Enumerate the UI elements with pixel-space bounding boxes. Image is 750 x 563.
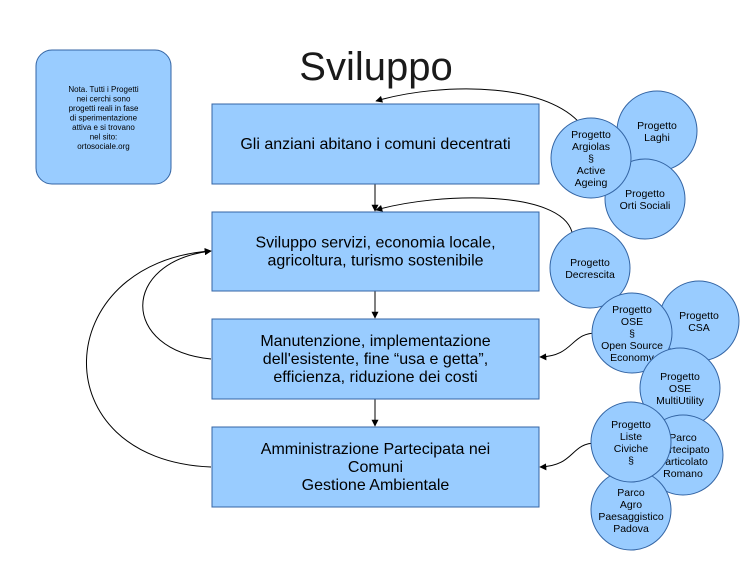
project-circle-shape — [550, 117, 632, 199]
text-line: Parco — [617, 487, 645, 499]
text-line: Progetto — [679, 310, 719, 322]
text-line: Civiche — [614, 443, 649, 455]
text-line: Ageing — [575, 177, 608, 189]
text-line: Progetto — [571, 129, 611, 141]
text-line: CSA — [688, 322, 710, 334]
text-line: Padova — [613, 523, 649, 535]
step-box-4 — [211, 426, 540, 508]
text-line: OSE — [621, 316, 643, 328]
arrow-decrescita-to-step2 — [375, 197, 573, 233]
text-line: § — [629, 328, 635, 340]
text-line: Paesaggistico — [598, 511, 664, 523]
step-boxes — [211, 103, 540, 508]
loop-step3-to-step2 — [142, 248, 212, 360]
diagram-title: Sviluppo — [299, 45, 452, 89]
step-box-3 — [211, 318, 540, 400]
step-label-1: Gli anziani abitano i comuni decentrati — [240, 136, 510, 153]
text-line: Progetto — [570, 257, 610, 269]
text-line: Economy — [610, 352, 655, 364]
text-line: MultiUtility — [656, 395, 705, 407]
text-line: § — [628, 455, 634, 467]
text-line: Comuni — [348, 459, 403, 476]
text-line: Progetto — [612, 304, 652, 316]
text-line: Sviluppo servizi, economia locale, — [255, 235, 495, 252]
text-line: Gestione Ambientale — [302, 477, 450, 494]
text-line: Progetto — [625, 188, 665, 200]
text-line: § — [588, 153, 594, 165]
text-line: Argiolas — [572, 141, 610, 153]
step-labels: Gli anziani abitano i comuni decentratiS… — [240, 136, 510, 494]
text-line: Liste — [620, 431, 642, 443]
text-line: Progetto — [660, 371, 700, 383]
text-line: efficienza, riduzione dei costi — [273, 369, 477, 386]
text-line: Open Source — [601, 340, 663, 352]
text-line: Agro — [620, 499, 642, 511]
connectors — [86, 88, 599, 471]
project-circle-shape — [590, 401, 672, 483]
loop-step4-to-step2 — [86, 247, 212, 468]
text-line: nei cerchi sono — [77, 95, 131, 104]
text-line: dell'esistente, fine “usa e getta”, — [263, 351, 488, 368]
arrow-projects-to-step1 — [375, 88, 589, 136]
text-line: Particolato — [658, 456, 708, 468]
text-line: Laghi — [644, 132, 670, 144]
text-line: Gli anziani abitano i comuni decentrati — [240, 136, 510, 153]
text-line: agricoltura, turismo sostenibile — [267, 253, 483, 270]
text-line: Amministrazione Partecipata nei — [261, 441, 490, 458]
text-line: di sperimentazione — [70, 114, 138, 123]
text-line: Progetto — [611, 419, 651, 431]
text-line: Parco — [669, 432, 697, 444]
step-box-2 — [211, 211, 540, 292]
arrow-ose-to-step3 — [539, 332, 599, 361]
step-box-1 — [211, 103, 540, 185]
text-line: Nota. Tutti i Progetti — [68, 85, 138, 94]
text-line: Progetto — [637, 120, 677, 132]
text-line: Decrescita — [565, 269, 615, 281]
text-line: attiva e si trovano — [72, 123, 135, 132]
text-line: ortosociale.org — [77, 142, 129, 151]
text-line: Romano — [663, 468, 703, 480]
text-line: Active — [577, 165, 606, 177]
project-circle-shape — [591, 292, 673, 374]
text-line: Manutenzione, implementazione — [260, 333, 490, 350]
text-line: OSE — [669, 383, 691, 395]
step-label-2: Sviluppo servizi, economia locale,agrico… — [255, 235, 495, 270]
text-line: nel sito: — [90, 133, 118, 142]
note-box — [35, 49, 172, 185]
arrow-liste-to-step4 — [539, 442, 597, 471]
project-circle-shape — [549, 227, 631, 309]
text-line: Orti Sociali — [620, 200, 671, 212]
text-line: progetti reali in fase — [69, 104, 139, 113]
